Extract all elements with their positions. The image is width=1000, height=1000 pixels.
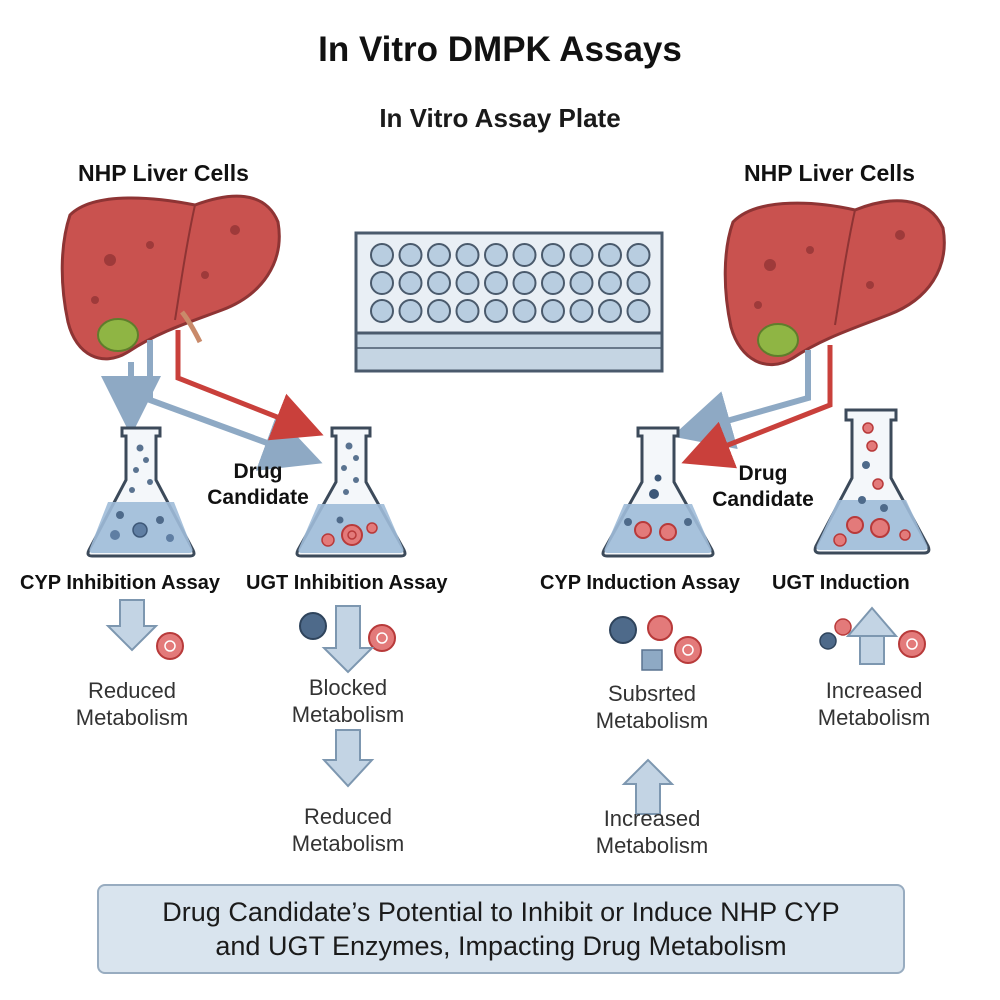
plate-well bbox=[398, 271, 423, 295]
plate-well bbox=[484, 299, 508, 323]
plate-well bbox=[569, 271, 594, 295]
cyp-induction-outcome-substrate: Subsrted Metabolism bbox=[562, 680, 742, 734]
molecule-red-icon bbox=[156, 632, 184, 660]
down-arrow-icon bbox=[105, 599, 159, 652]
plate-well bbox=[484, 271, 508, 295]
plate-well bbox=[598, 299, 622, 323]
plate-well bbox=[455, 243, 480, 267]
drug-label-line2: Candidate bbox=[712, 488, 814, 511]
plate-well bbox=[541, 299, 565, 323]
plate-well bbox=[626, 271, 651, 295]
plate-well bbox=[398, 299, 423, 323]
flask-cyp-inhibition bbox=[86, 426, 196, 558]
ugt-inhibition-outcome-blocked: Blocked Metabolism bbox=[258, 674, 438, 728]
arrow-liver-to-ugt-blue bbox=[147, 340, 323, 471]
plate-well bbox=[626, 243, 651, 267]
molecule-blue-icon bbox=[819, 632, 837, 650]
arrow-liver-to-cyp-red bbox=[681, 345, 833, 469]
ugt-inhibition-outcome-reduced: Reduced Metabolism bbox=[258, 803, 438, 857]
left-drug-candidate-label: Drug Candidate bbox=[198, 459, 318, 511]
outcome-line2: Metabolism bbox=[291, 702, 405, 727]
plate-well bbox=[569, 243, 594, 267]
up-arrow-icon bbox=[845, 606, 899, 665]
down-arrow-icon bbox=[321, 605, 375, 674]
drug-label-line1: Drug bbox=[233, 460, 283, 483]
left-liver-label: NHP Liver Cells bbox=[78, 160, 249, 186]
assay-plate-icon bbox=[354, 231, 664, 373]
plate-well bbox=[598, 243, 622, 267]
plate-well bbox=[427, 243, 451, 267]
outcome-line2: Metabolism bbox=[595, 833, 709, 858]
molecule-red-icon bbox=[834, 618, 852, 636]
plate-well bbox=[569, 299, 594, 323]
outcome-line1: Subsrted bbox=[607, 681, 697, 706]
outcome-line1: Increased bbox=[603, 806, 701, 831]
plate-well bbox=[512, 299, 537, 323]
cyp-induction-outcome-increased: Increased Metabolism bbox=[562, 805, 742, 859]
summary-line2: and UGT Enzymes, Impacting Drug Metaboli… bbox=[215, 931, 787, 961]
outcome-line1: Reduced bbox=[87, 678, 177, 703]
molecule-blue-icon bbox=[609, 616, 637, 644]
liver-right-icon bbox=[723, 199, 946, 367]
cyp-inhibition-outcome-graphics bbox=[105, 599, 184, 660]
molecule-red-icon bbox=[647, 615, 673, 641]
ugt-inhibition-assay-label: UGT Inhibition Assay bbox=[246, 572, 448, 594]
plate-well bbox=[427, 271, 451, 295]
outcome-line2: Metabolism bbox=[595, 708, 709, 733]
outcome-line2: Metabolism bbox=[75, 705, 189, 730]
plate-well bbox=[484, 243, 508, 267]
plate-well bbox=[541, 243, 565, 267]
summary-line1: Drug Candidate’s Potential to Inhibit or… bbox=[162, 897, 840, 927]
right-drug-candidate-label: Drug Candidate bbox=[703, 461, 823, 513]
arrow-liver-to-cyp-blue bbox=[671, 350, 811, 450]
drug-label-line2: Candidate bbox=[207, 486, 309, 509]
flask-ugt-induction bbox=[813, 408, 931, 555]
liver-left-icon bbox=[60, 194, 281, 361]
molecule-red-icon bbox=[368, 624, 396, 652]
molecule-red-icon bbox=[674, 636, 702, 664]
summary-box: Drug Candidate’s Potential to Inhibit or… bbox=[97, 884, 905, 974]
assay-plate-title: In Vitro Assay Plate bbox=[379, 103, 621, 133]
right-liver-label: NHP Liver Cells bbox=[744, 160, 915, 186]
plate-well bbox=[512, 243, 537, 267]
plate-well bbox=[598, 271, 622, 295]
square-block-icon bbox=[641, 649, 663, 671]
ugt-induction-assay-label: UGT Induction bbox=[772, 572, 910, 594]
outcome-line1: Increased bbox=[825, 678, 923, 703]
page-title: In Vitro DMPK Assays bbox=[318, 30, 682, 69]
plate-well bbox=[370, 299, 394, 323]
molecule-blue-icon bbox=[299, 612, 327, 640]
outcome-line1: Blocked bbox=[308, 675, 388, 700]
plate-well bbox=[370, 271, 394, 295]
cyp-induction-assay-label: CYP Induction Assay bbox=[540, 572, 741, 594]
cyp-inhibition-assay-label: CYP Inhibition Assay bbox=[20, 572, 221, 594]
outcome-line1: Reduced bbox=[303, 804, 393, 829]
left-arrows bbox=[101, 330, 324, 471]
ugt-induction-outcome: Increased Metabolism bbox=[784, 677, 964, 731]
cyp-inhibition-outcome: Reduced Metabolism bbox=[42, 677, 222, 731]
arrow-liver-to-ugt-red bbox=[175, 330, 324, 441]
plate-well bbox=[427, 299, 451, 323]
molecule-red-icon bbox=[898, 630, 926, 658]
plate-well bbox=[455, 271, 480, 295]
drug-label-line1: Drug bbox=[738, 462, 788, 485]
right-arrows bbox=[671, 345, 833, 469]
plate-well bbox=[512, 271, 537, 295]
ugt-inhibition-outcome-graphics bbox=[299, 605, 396, 788]
cyp-induction-outcome-graphics bbox=[609, 615, 702, 815]
down-arrow-icon bbox=[321, 729, 375, 788]
flask-ugt-inhibition bbox=[295, 426, 407, 558]
plate-wells bbox=[370, 243, 651, 323]
plate-well bbox=[455, 299, 480, 323]
outcome-line2: Metabolism bbox=[817, 705, 931, 730]
ugt-induction-outcome-graphics bbox=[819, 606, 926, 665]
plate-well bbox=[398, 243, 423, 267]
flask-cyp-induction bbox=[601, 426, 715, 558]
plate-well bbox=[370, 243, 394, 267]
plate-well bbox=[541, 271, 565, 295]
outcome-line2: Metabolism bbox=[291, 831, 405, 856]
plate-well bbox=[626, 299, 651, 323]
up-arrow-icon bbox=[621, 758, 675, 815]
